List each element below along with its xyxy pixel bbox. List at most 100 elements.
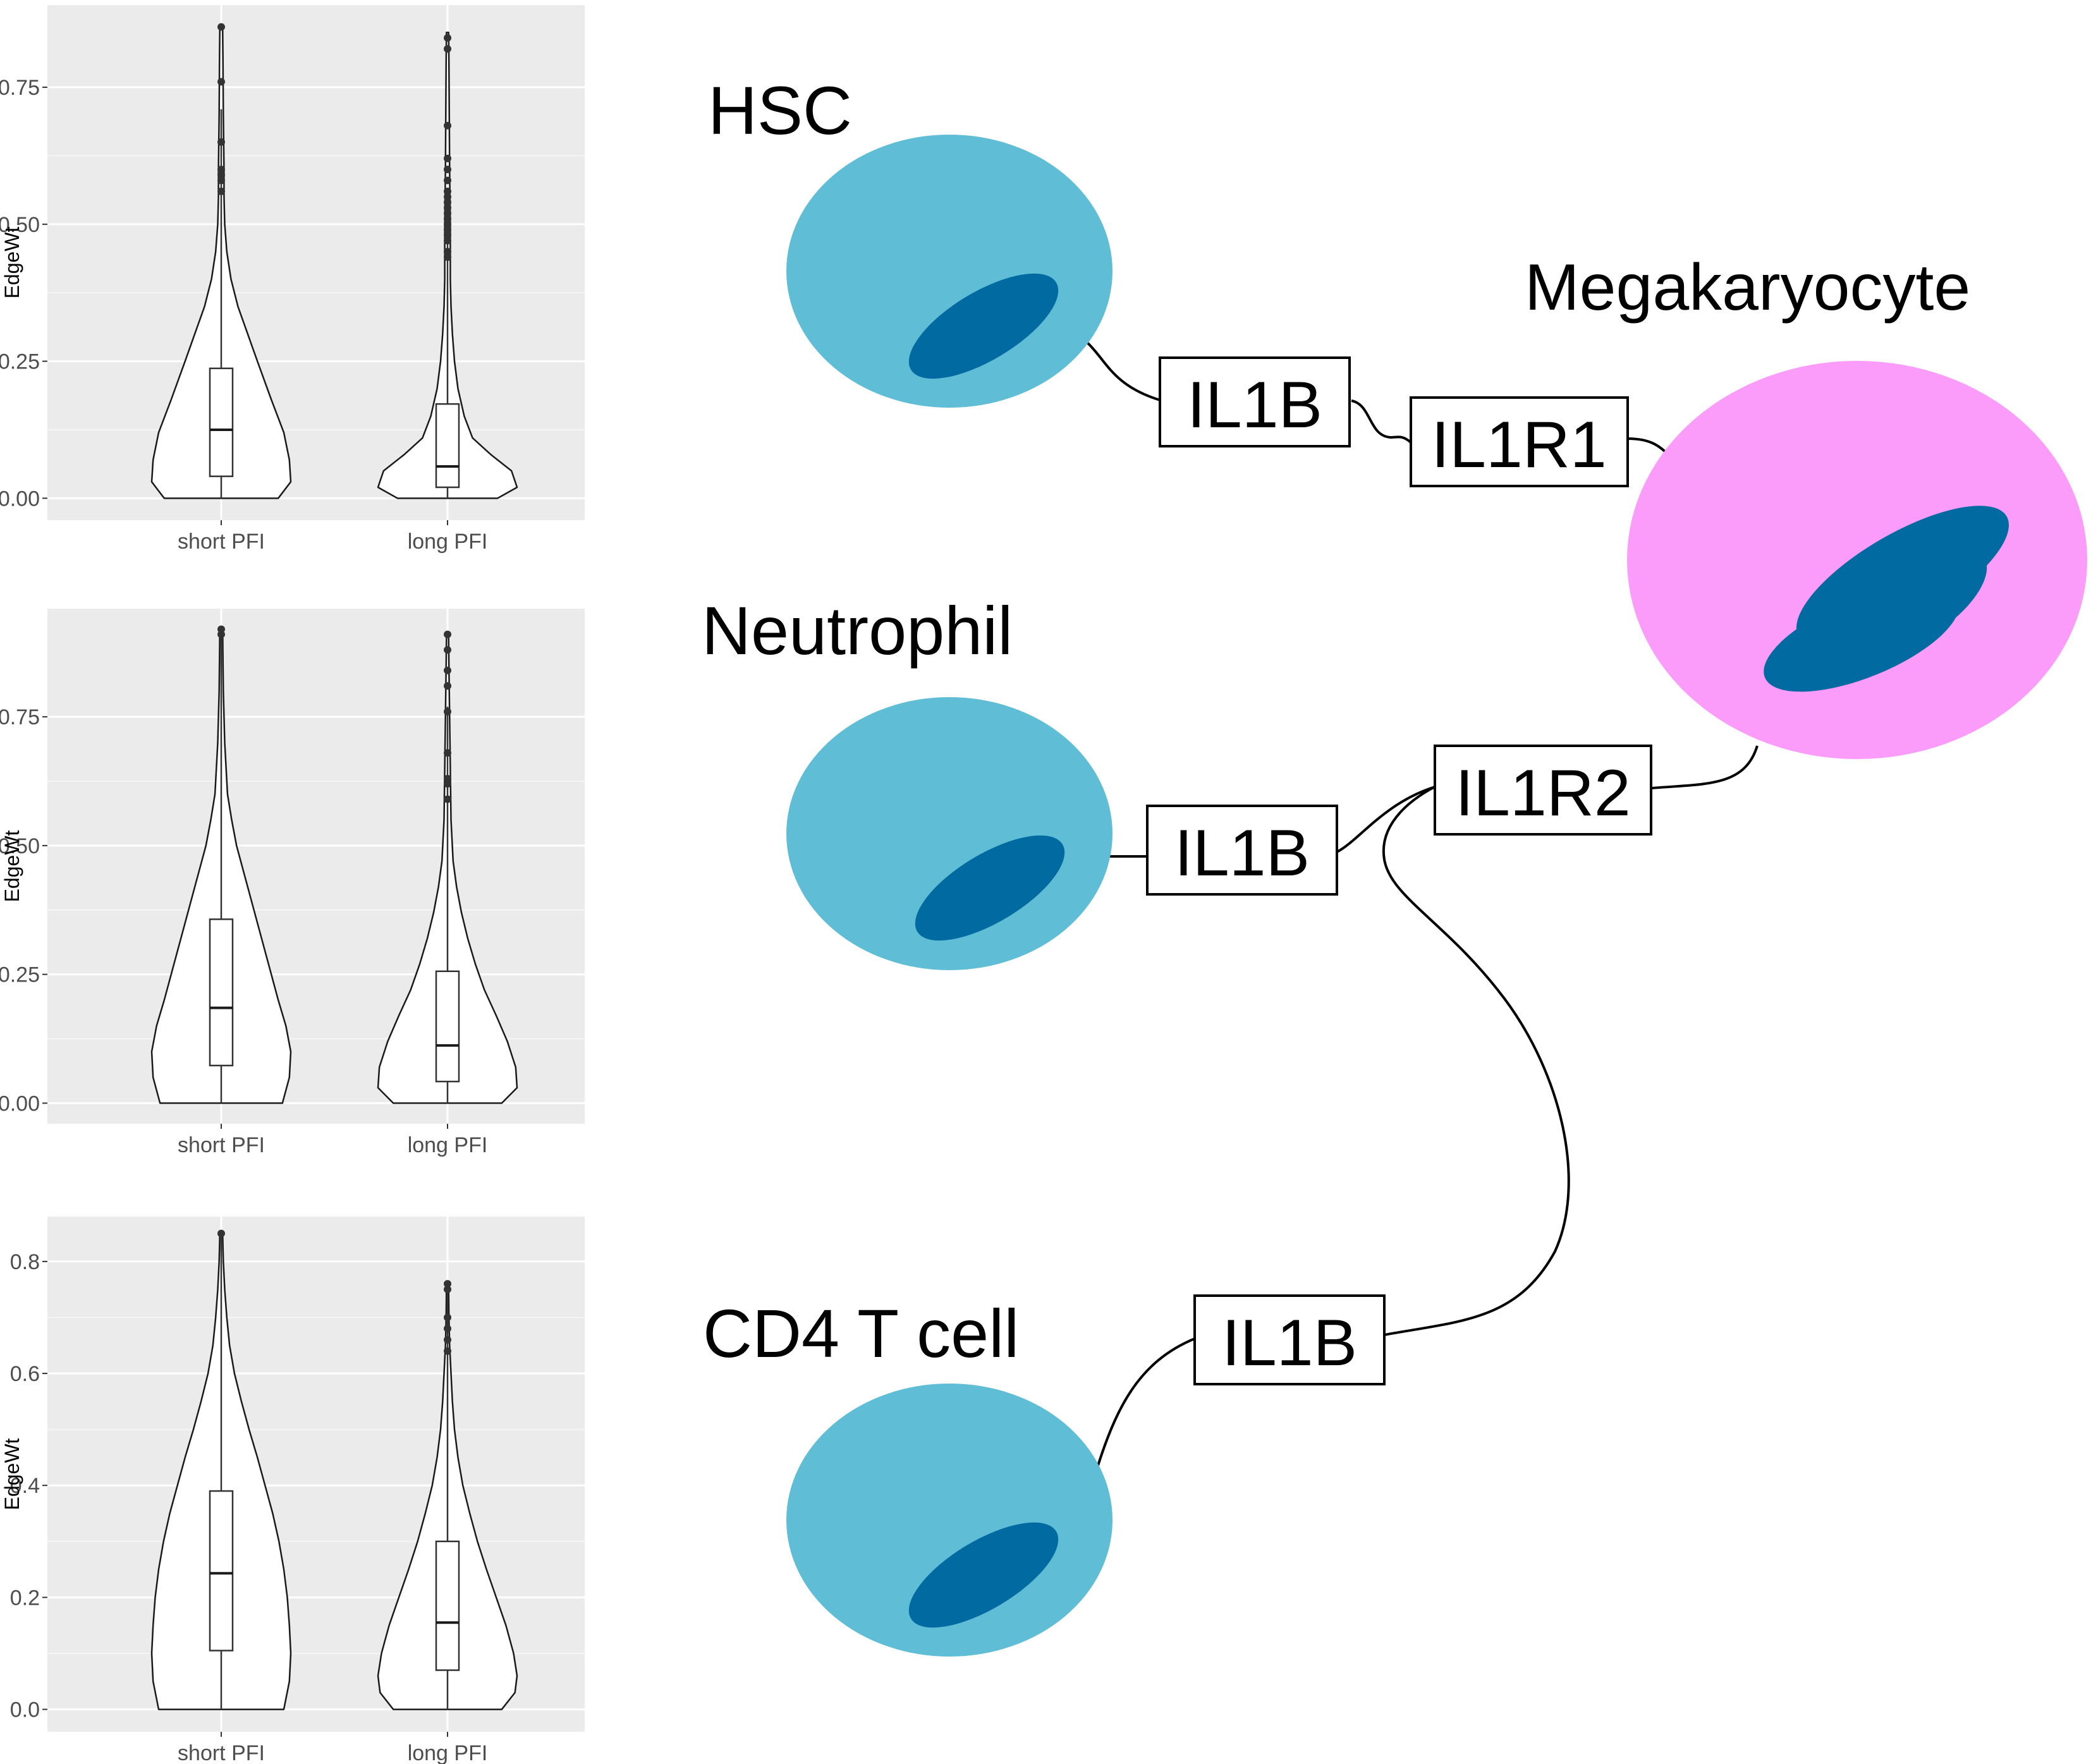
outlier-point: [217, 630, 225, 638]
cd4-title: CD4 T cell: [703, 1295, 1019, 1372]
outlier-point: [444, 780, 451, 788]
connector-il1r1-to-megakaryocyte: [1627, 437, 1670, 456]
neutrophil-cell-body: [786, 697, 1113, 970]
outlier-point: [217, 1229, 225, 1238]
y-tick-label: 0.0: [10, 1698, 40, 1722]
outlier-point: [444, 121, 451, 130]
iqr-box: [435, 403, 460, 489]
outlier-point: [444, 187, 451, 195]
gene-label: IL1B: [1222, 1306, 1357, 1380]
outlier-point: [444, 220, 451, 228]
outlier-point: [217, 23, 225, 31]
outlier-point: [444, 1335, 451, 1344]
outlier-point: [444, 226, 451, 234]
gene-box-il1r2: IL1R2: [1434, 745, 1652, 836]
outlier-point: [444, 154, 451, 162]
y-axis-label: EdgeWt: [1, 226, 23, 298]
outlier-point: [444, 34, 451, 42]
x-tick-label: long PFI: [408, 1133, 488, 1157]
megakaryocyte-cell: [1627, 361, 2087, 759]
y-tick-label: 0.25: [0, 963, 40, 987]
outlier-point: [444, 795, 451, 803]
outlier-point: [444, 1313, 451, 1322]
outlier-point: [444, 630, 451, 638]
x-tick-label: short PFI: [178, 1741, 265, 1764]
connector-hsc-to-il1b: [1086, 341, 1161, 401]
x-tick-label: long PFI: [408, 530, 488, 554]
y-tick-label: 0.4: [10, 1474, 40, 1498]
outlier-point: [444, 248, 451, 256]
outlier-point: [444, 682, 451, 690]
y-tick-label: 0.2: [10, 1586, 40, 1610]
connector-il1r2-to-megakaryocyte: [1650, 745, 1759, 789]
neutrophil-title: Neutrophil: [702, 592, 1013, 669]
outlier-point: [217, 138, 225, 146]
outlier-point: [444, 215, 451, 223]
y-tick-label: 0.00: [0, 487, 40, 511]
outlier-point: [217, 171, 225, 179]
outlier-point: [444, 253, 451, 261]
iqr-box: [435, 970, 460, 1083]
outlier-point: [444, 204, 451, 212]
y-tick-label: 0.75: [0, 705, 40, 729]
outlier-point: [444, 749, 451, 757]
megakaryocyte-title: Megakaryocyte: [1525, 251, 1970, 324]
hsc-nucleus: [908, 273, 1059, 379]
cd4-nucleus: [908, 1522, 1059, 1628]
outlier-point: [444, 176, 451, 185]
gene-label: IL1B: [1187, 368, 1322, 442]
outlier-point: [444, 236, 451, 245]
cell-diagram: HSC Neutrophil CD4 T cell Megakaryocyte …: [702, 72, 2087, 1657]
iqr-box: [435, 1540, 460, 1671]
gene-label: IL1B: [1174, 817, 1310, 890]
outlier-point: [444, 1347, 451, 1355]
outlier-point: [217, 187, 225, 195]
outlier-point: [444, 198, 451, 207]
plot-background: [47, 5, 585, 520]
x-tick-label: short PFI: [178, 1133, 265, 1157]
gene-label: IL1R2: [1455, 757, 1631, 830]
outlier-point: [217, 176, 225, 185]
gene-box-hsc-il1b: IL1B: [1159, 356, 1351, 447]
neutrophil-cell: [786, 697, 1113, 970]
y-tick-label: 0.50: [0, 834, 40, 858]
outlier-point: [444, 708, 451, 715]
y-tick-label: 0.6: [10, 1362, 40, 1386]
connector-il1b-to-il1r2-long: [1382, 786, 1570, 1336]
gene-box-cd4-il1b: IL1B: [1193, 1294, 1386, 1385]
x-tick-label: short PFI: [178, 530, 265, 554]
megakaryocyte-nucleus-lobe-3: [1856, 548, 1987, 653]
outlier-point: [217, 78, 225, 86]
outlier-point: [444, 1280, 451, 1288]
y-tick-label: 0.00: [0, 1092, 40, 1116]
outlier-point: [444, 646, 451, 654]
y-tick-label: 0.75: [0, 76, 40, 100]
x-tick-label: long PFI: [408, 1741, 488, 1764]
connector-il1b-to-il1r2: [1336, 786, 1436, 853]
outlier-point: [444, 166, 451, 174]
outlier-point: [444, 666, 451, 674]
y-axis-label: EdgeWt: [1, 1438, 23, 1510]
iqr-box: [209, 367, 234, 477]
iqr-box: [209, 1490, 234, 1651]
y-tick-label: 0.25: [0, 350, 40, 374]
hsc-cell-body: [786, 135, 1113, 408]
y-tick-label: 0.8: [10, 1250, 40, 1274]
hsc-cell: [786, 135, 1113, 408]
cd4-cell: [786, 1384, 1113, 1657]
gene-box-neutrophil-il1b: IL1B: [1146, 805, 1338, 896]
iqr-box: [209, 918, 234, 1067]
outlier-point: [444, 231, 451, 240]
outlier-point: [217, 166, 225, 174]
outlier-point: [444, 209, 451, 217]
connector-il1b-to-il1r1: [1351, 399, 1412, 444]
outlier-point: [444, 193, 451, 201]
connector-cd4-to-il1b: [1095, 1337, 1195, 1470]
gene-box-il1r1: IL1R1: [1410, 396, 1629, 487]
y-tick-label: 0.50: [0, 213, 40, 237]
y-axis-label: EdgeWt: [1, 830, 23, 902]
